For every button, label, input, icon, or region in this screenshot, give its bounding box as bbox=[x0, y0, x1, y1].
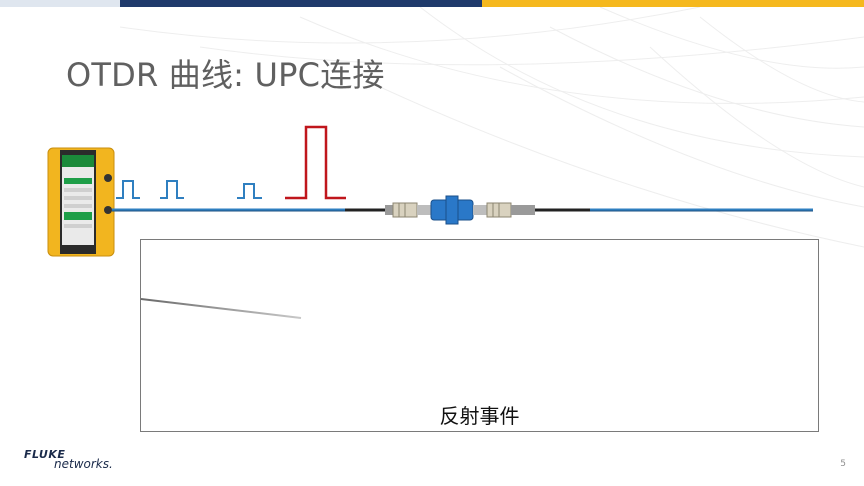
otdr-trace-line bbox=[141, 298, 302, 319]
light-pulses bbox=[116, 180, 262, 199]
logo-brand-text: FLUKE bbox=[24, 448, 66, 461]
logo-sub-text: networks. bbox=[54, 457, 113, 471]
background-fiber-texture bbox=[119, 7, 864, 248]
otdr-tester-device-icon bbox=[47, 147, 115, 257]
fluke-networks-logo: FLUKE networks. bbox=[24, 448, 124, 478]
page-number: 5 bbox=[840, 459, 846, 469]
fiber-cable bbox=[112, 208, 813, 212]
pulse-3 bbox=[237, 183, 262, 199]
slide-title: OTDR 曲线: UPC连接 bbox=[66, 56, 385, 94]
pulse-1 bbox=[116, 180, 140, 199]
topbar-navy-segment bbox=[120, 0, 482, 7]
otdr-trace-panel: 反射事件 bbox=[140, 239, 819, 432]
otdr-trace-chart bbox=[141, 298, 302, 319]
upc-connector-adapter-icon bbox=[385, 195, 535, 225]
reflection-pulse bbox=[285, 125, 346, 200]
topbar-light-segment bbox=[0, 0, 120, 7]
topbar-gold-segment bbox=[482, 0, 864, 7]
top-accent-bar bbox=[0, 0, 864, 7]
pulse-2 bbox=[160, 180, 184, 199]
reflective-event-label: 反射事件 bbox=[439, 404, 520, 428]
